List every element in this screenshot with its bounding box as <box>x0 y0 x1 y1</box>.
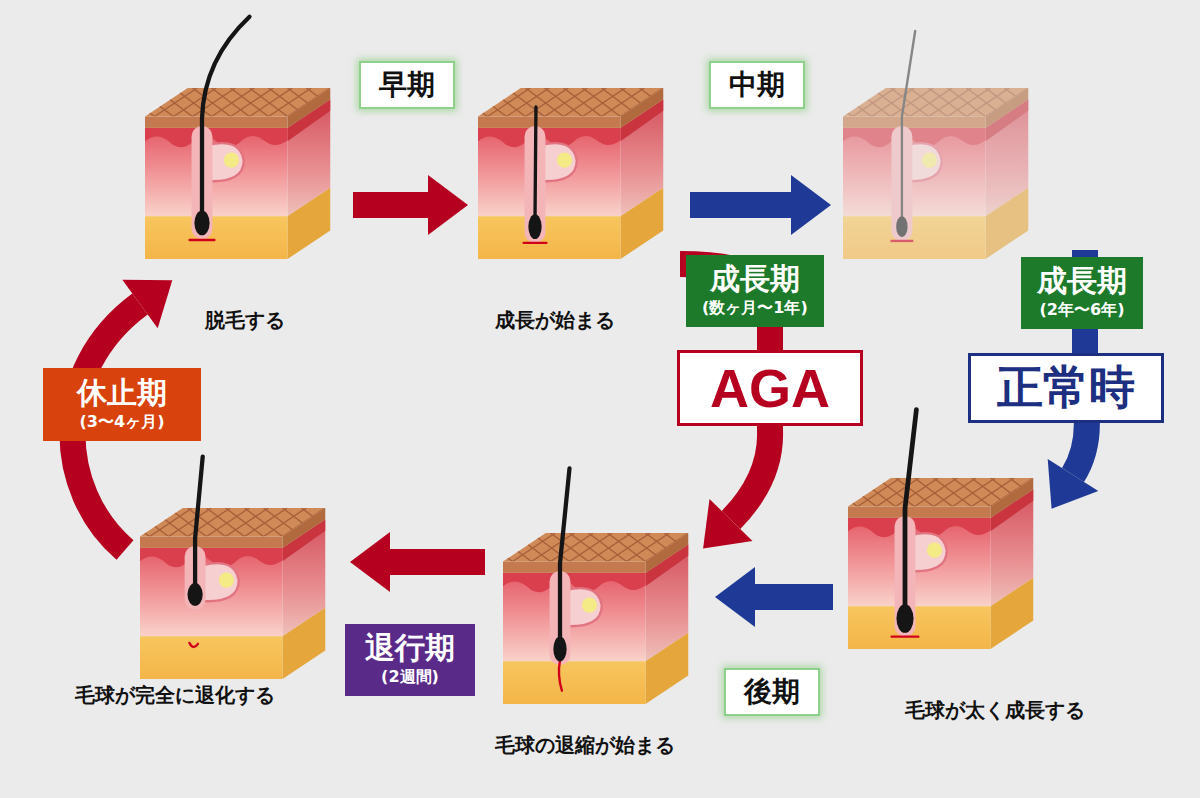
arrow-head <box>715 567 755 627</box>
phase-title: 成長期 <box>702 262 808 297</box>
stage-badge: 早期 <box>359 61 455 109</box>
arrow-body <box>390 549 485 575</box>
arrow-head <box>350 532 390 592</box>
stage-caption: 毛球の退縮が始まる <box>495 732 675 758</box>
path-tag: 正常時 <box>968 353 1164 423</box>
caption-holder: 脱毛する <box>205 307 285 333</box>
hair-shaft <box>905 410 916 611</box>
phase-title: 後期 <box>744 675 800 709</box>
stage-caption: 毛球が太く成長する <box>905 697 1085 723</box>
phase-period: (2週間) <box>365 666 455 688</box>
arrow-head <box>122 280 172 328</box>
phase-title: AGA <box>710 353 830 423</box>
skin-cube <box>140 470 330 679</box>
path-tag: AGA <box>677 350 863 426</box>
caption-holder: 毛球が太く成長する <box>905 697 1085 723</box>
dermal-papilla <box>559 660 562 690</box>
skin-stage: 毛球の退縮が始まる <box>503 495 693 704</box>
skin-stage: 毛球が太く成長する <box>848 440 1038 649</box>
arrow-body <box>755 584 833 610</box>
stage-badge: 後期 <box>724 668 820 716</box>
skin-block <box>112 508 345 679</box>
hair-shaft <box>560 468 570 645</box>
phase-title: 成長期 <box>1037 264 1127 299</box>
arrow-head <box>791 175 831 235</box>
skin-stage: 脱毛する <box>145 50 335 259</box>
flow-arrow <box>353 175 468 235</box>
phase-box: 休止期(3〜4ヶ月) <box>43 368 201 441</box>
phase-title: 早期 <box>379 68 435 102</box>
caption-holder: 毛球の退縮が始まる <box>495 732 675 758</box>
skin-stage: 毛球が完全に退化する <box>140 470 330 679</box>
hair-shaft <box>202 17 250 217</box>
skin-block <box>475 533 708 704</box>
skin-block <box>820 478 1053 649</box>
phase-title: 退行期 <box>365 631 455 666</box>
flow-arrow <box>715 567 833 627</box>
phase-period: (数ヶ月〜1年) <box>702 297 808 319</box>
hair-shaft <box>533 107 537 219</box>
skin-block <box>117 88 350 259</box>
dermal-papilla <box>524 242 547 244</box>
phase-box: 成長期(数ヶ月〜1年) <box>686 255 824 327</box>
skin-cube <box>848 440 1038 649</box>
skin-cube <box>145 50 335 259</box>
flow-arrow <box>72 280 172 550</box>
hair-shaft <box>195 457 203 592</box>
arrow-head <box>428 175 468 235</box>
phase-title: 正常時 <box>997 358 1135 418</box>
hair-bulb <box>188 583 203 606</box>
arrow-head <box>703 499 752 549</box>
hair-bulb <box>194 211 209 236</box>
stage-caption: 成長が始まる <box>495 307 615 333</box>
dermal-papilla <box>892 635 919 637</box>
stage-caption: 毛球が完全に退化する <box>75 682 275 708</box>
phase-period: (3〜4ヶ月) <box>77 411 167 433</box>
skin-stage: 成長が始まる <box>478 50 668 259</box>
skin-cube <box>503 495 693 704</box>
flow-arrow <box>350 532 485 592</box>
stage-badge: 中期 <box>709 61 805 109</box>
arrow-body <box>690 192 791 218</box>
hair-bulb <box>528 214 541 239</box>
arrow-body <box>353 192 428 218</box>
phase-period: (2年〜6年) <box>1037 299 1127 321</box>
phase-box: 退行期(2週間) <box>345 624 475 696</box>
dermal-papilla <box>190 239 215 241</box>
caption-holder: 成長が始まる <box>495 307 615 333</box>
phase-box: 成長期(2年〜6年) <box>1021 257 1143 329</box>
hair-bulb <box>553 637 566 662</box>
skin-cube <box>843 50 1033 259</box>
arrow-head <box>1048 459 1099 509</box>
phase-title: 休止期 <box>77 376 167 411</box>
caption-holder: 毛球が完全に退化する <box>75 682 275 708</box>
phase-title: 中期 <box>729 68 785 102</box>
stage-caption: 脱毛する <box>205 307 285 333</box>
dermal-papilla <box>189 643 198 647</box>
skin-cube <box>478 50 668 259</box>
hair-bulb <box>896 604 913 633</box>
skin-block <box>450 88 683 259</box>
